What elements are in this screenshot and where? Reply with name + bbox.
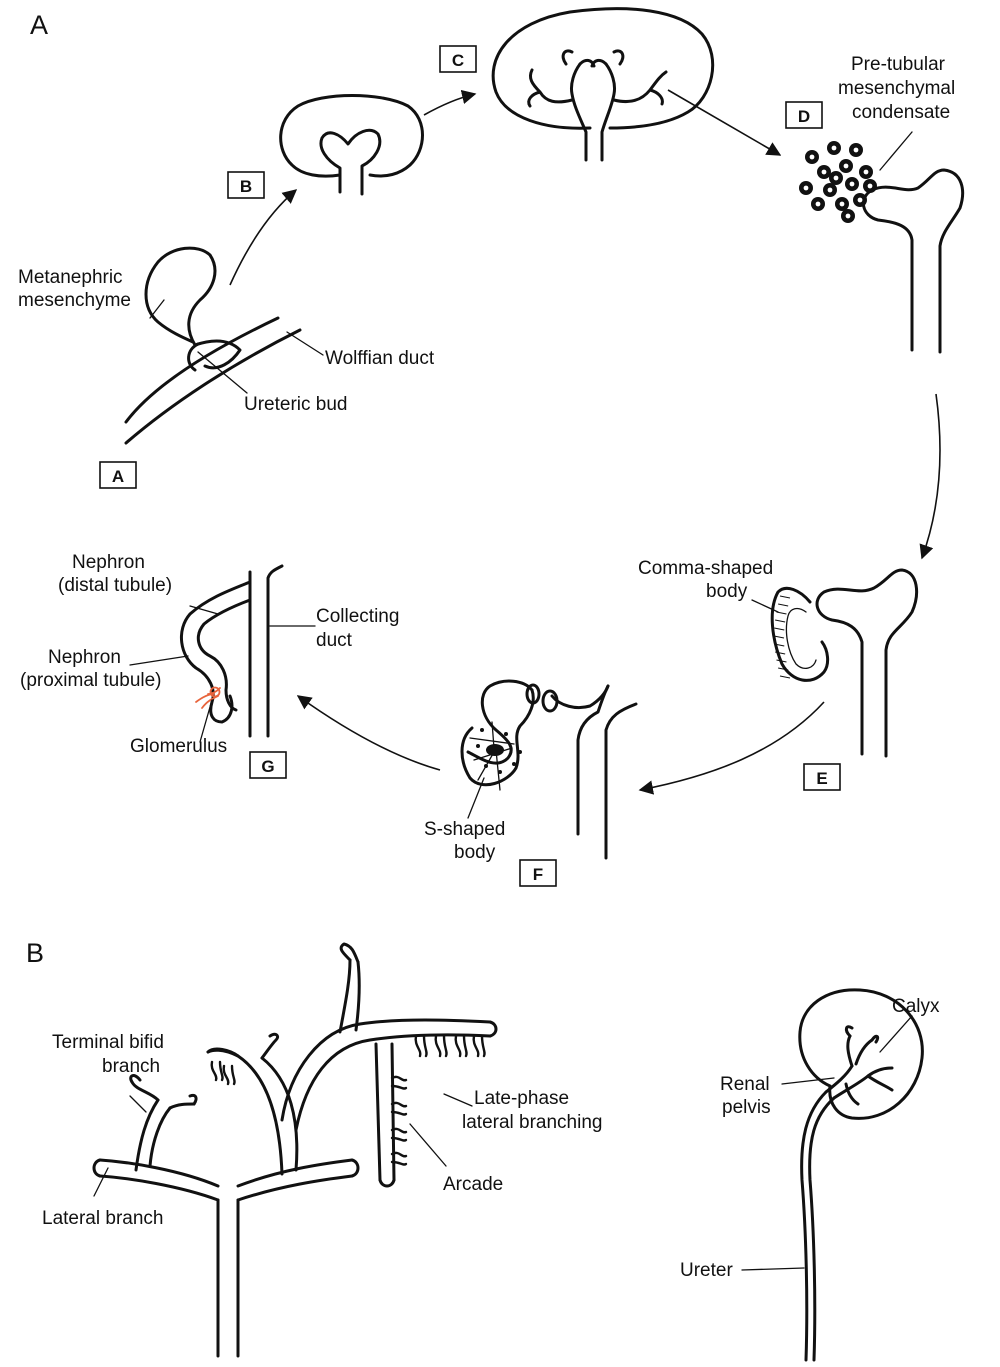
lateral-bud: [436, 1036, 447, 1056]
condensate-cell-core: [840, 202, 845, 207]
label-glomerulus: Glomerulus: [130, 736, 227, 757]
label-sshaped-1: S-shaped: [424, 819, 505, 840]
label-late-phase-2: lateral branching: [462, 1112, 602, 1133]
panel-a-label: A: [30, 10, 48, 40]
comma-stripe: [775, 620, 785, 622]
s-body-dot: [476, 744, 480, 748]
lateral-bud: [212, 1062, 223, 1080]
label-arcade: Arcade: [443, 1174, 503, 1195]
stage-d-letter: D: [798, 107, 810, 126]
condensate-cell-core: [816, 202, 821, 207]
lateral-bud: [456, 1036, 467, 1056]
panel-b-label: B: [26, 938, 44, 968]
lateral-bud: [392, 1077, 406, 1089]
leader-arcade: [410, 1124, 446, 1166]
stage-b-letter: B: [240, 177, 252, 196]
condensate-cell-core: [868, 184, 873, 189]
s-body-dot: [512, 762, 516, 766]
label-pretubular-3: condensate: [852, 102, 950, 123]
leader-metanephric: [150, 300, 164, 318]
condensate-cell-core: [850, 182, 855, 187]
leader-ureteric: [198, 352, 247, 393]
label-collecting-2: duct: [316, 630, 353, 651]
condensate-cell-core: [822, 170, 827, 175]
lateral-bud: [474, 1036, 485, 1056]
condensate-cell-core: [844, 164, 849, 169]
leader-ureter: [742, 1268, 804, 1270]
comma-stripe: [780, 596, 790, 598]
lateral-bud: [224, 1066, 235, 1084]
label-nephron-proximal-2: (proximal tubule): [20, 670, 162, 691]
leader-pretubular: [880, 132, 912, 170]
late-phase-lateral-buds: [212, 1036, 485, 1165]
stage-f-letter: F: [533, 865, 543, 884]
label-ureter: Ureter: [680, 1260, 733, 1281]
label-renal-2: pelvis: [722, 1097, 771, 1118]
label-terminal-1: Terminal bifid: [52, 1032, 164, 1053]
s-body-dot: [518, 750, 522, 754]
label-pretubular-1: Pre-tubular: [851, 54, 946, 75]
condensate-cell-core: [804, 186, 809, 191]
stage-a-letter: A: [112, 467, 124, 486]
leader-nephron-proximal: [130, 656, 188, 665]
label-terminal-2: branch: [102, 1056, 160, 1077]
condensate-cell-core: [854, 148, 859, 153]
label-ureteric-bud: Ureteric bud: [244, 394, 348, 415]
condensate-cell-core: [810, 155, 815, 160]
stage-e-drawing: [772, 570, 916, 756]
condensate-cell-core: [828, 188, 833, 193]
label-lateral-branch: Lateral branch: [42, 1208, 163, 1229]
leader-late-phase: [444, 1094, 472, 1106]
label-metanephric-2: mesenchyme: [18, 290, 131, 311]
stage-c-letter: C: [452, 51, 464, 70]
label-collecting-1: Collecting: [316, 606, 399, 627]
stage-b-drawing: [281, 96, 423, 195]
leader-wolffian: [287, 332, 323, 355]
comma-stripe: [778, 604, 788, 606]
label-comma-2: body: [706, 581, 748, 602]
label-late-phase-1: Late-phase: [474, 1088, 569, 1109]
lateral-bud: [416, 1036, 427, 1056]
comma-stripe: [774, 628, 784, 630]
stage-d-drawing: [863, 170, 962, 352]
s-body-dot: [498, 770, 502, 774]
s-body-dot: [504, 732, 508, 736]
stage-g-drawing: [181, 566, 282, 736]
kidney-ureter-drawing: [800, 990, 923, 1360]
condensate-cell-core: [846, 214, 851, 219]
comma-stripe: [780, 676, 790, 678]
branching-tree-drawing: [94, 944, 496, 1356]
stage-g-letter: G: [261, 757, 274, 776]
leader-calyx: [880, 1016, 912, 1052]
stage-e-letter: E: [816, 769, 827, 788]
condensate-cell-core: [864, 170, 869, 175]
label-metanephric-1: Metanephric: [18, 267, 123, 288]
label-nephron-distal-1: Nephron: [72, 552, 145, 573]
s-body-dot: [480, 728, 484, 732]
label-sshaped-2: body: [454, 842, 496, 863]
condensate-cell-core: [858, 198, 863, 203]
label-pretubular-2: mesenchymal: [838, 78, 955, 99]
condensate-cell-core: [832, 146, 837, 151]
stage-c-drawing: [493, 9, 713, 160]
s-body-dot: [484, 764, 488, 768]
label-nephron-distal-2: (distal tubule): [58, 575, 172, 596]
label-renal-1: Renal: [720, 1074, 770, 1095]
label-wolffian-duct: Wolffian duct: [325, 348, 435, 369]
label-comma-1: Comma-shaped: [638, 558, 773, 579]
leader-terminal-bifid: [130, 1096, 146, 1112]
condensate-cell-core: [834, 176, 839, 181]
label-calyx: Calyx: [892, 996, 940, 1017]
label-nephron-proximal-1: Nephron: [48, 647, 121, 668]
